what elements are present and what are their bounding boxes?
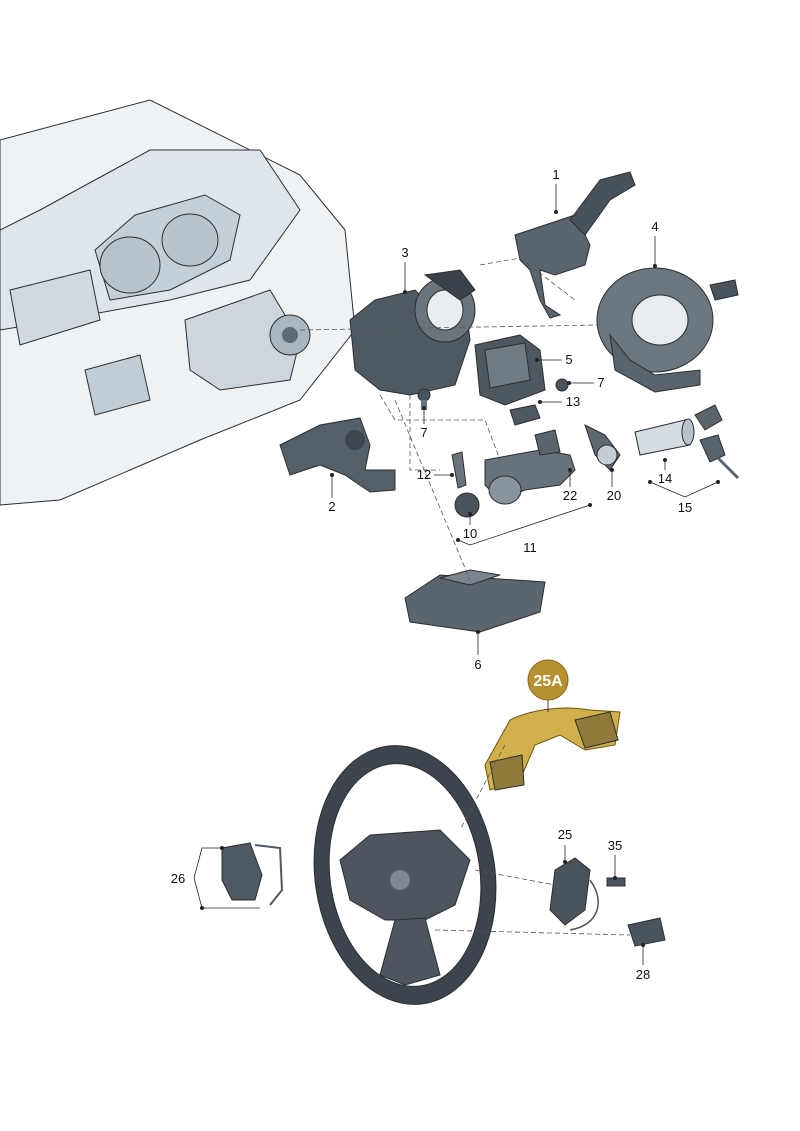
callout-10: 10: [463, 526, 477, 541]
callout-4: 4: [651, 219, 658, 234]
callout-13: 13: [566, 394, 580, 409]
callout-3: 3: [401, 245, 408, 260]
callout-14: 14: [658, 471, 672, 486]
callout-25a: 25A: [533, 673, 563, 690]
assembly-dashed-lines: [299, 257, 631, 936]
part-3-switch-module: [349, 269, 476, 396]
callout-20: 20: [607, 488, 621, 503]
part-14-lock-cylinder: [634, 418, 695, 456]
callout-25a-badge: [527, 659, 569, 701]
callout-1: 1: [552, 167, 559, 182]
callout-22: 22: [563, 488, 577, 503]
part-1-switch-lever: [514, 171, 636, 319]
part-15-keys: [694, 404, 740, 480]
part-25-button-unit: [549, 857, 599, 931]
dashboard-illustration: [0, 99, 356, 506]
part-28-switch: [627, 917, 666, 947]
part-4-clock-spring: [596, 267, 739, 393]
callout-11: 11: [523, 540, 537, 555]
callout-25: 25: [558, 827, 572, 842]
callout-2: 2: [328, 499, 335, 514]
callout-15: 15: [678, 500, 692, 515]
callout-7-upper: 7: [597, 375, 604, 390]
part-6-control-module: [404, 569, 546, 633]
callout-35: 35: [608, 838, 622, 853]
callout-5: 5: [565, 352, 572, 367]
part-7-screw-upper: [555, 378, 569, 392]
callout-12: 12: [417, 467, 431, 482]
leader-lines: [193, 184, 720, 965]
steering-wheel: [313, 745, 497, 1005]
part-12-screw: [451, 451, 467, 489]
part-2-turn-signal-switch: [279, 417, 396, 493]
part-25a-switch-unit-highlighted: [484, 707, 621, 791]
callout-7-lower: 7: [420, 425, 427, 440]
part-20-ring: [584, 424, 621, 471]
callout-6: 6: [474, 657, 481, 672]
part-10-ignition-switch: [454, 492, 480, 518]
part-26-paddle-switch: [221, 842, 284, 906]
part-7-screw-lower: [417, 388, 431, 410]
part-11-steering-lock: [488, 475, 522, 505]
callout-28: 28: [636, 967, 650, 982]
callout-26: 26: [171, 871, 185, 886]
part-13-bracket: [509, 404, 541, 426]
part-5-control-unit: [474, 334, 546, 406]
